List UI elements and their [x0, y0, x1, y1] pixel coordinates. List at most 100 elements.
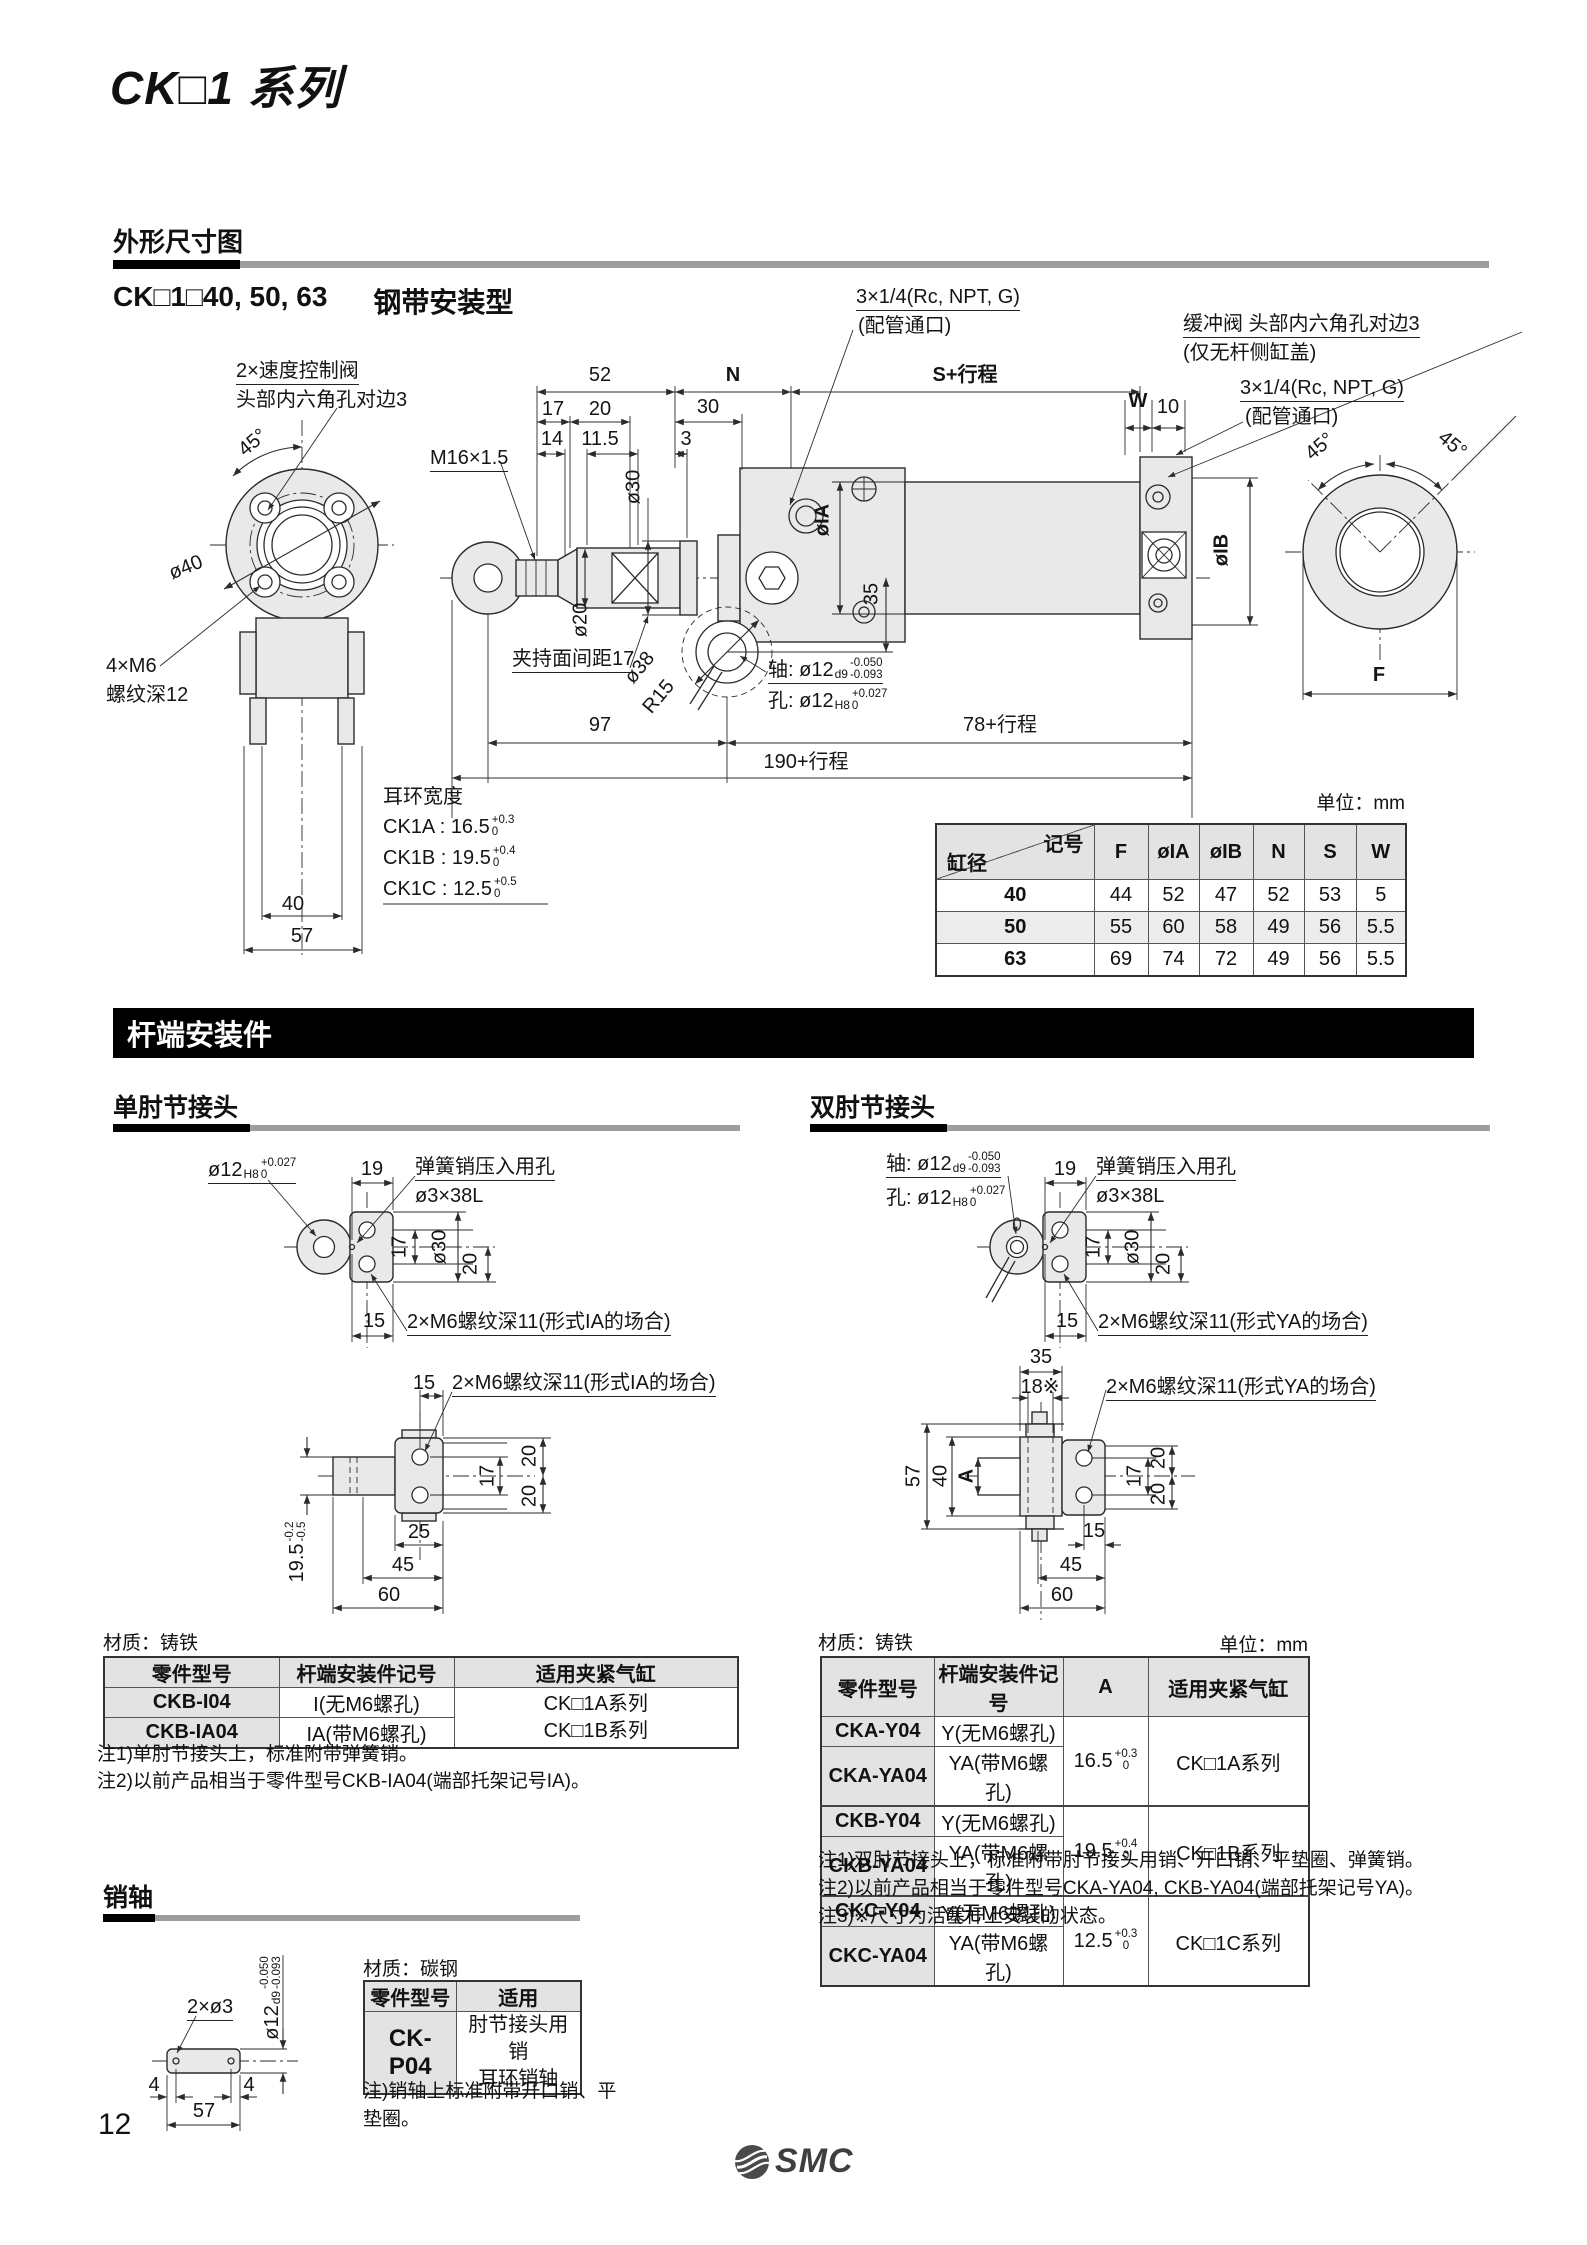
dim-4a: 4: [148, 2074, 160, 2096]
table-header-cell: 零件型号: [103, 1656, 280, 1688]
table-cell: CKA-Y04: [820, 1716, 935, 1747]
table-cell: 5: [1355, 879, 1407, 912]
dim-78-stroke: 78+行程: [963, 714, 1037, 736]
pipe-port-label-1: 3×1/4(Rc, NPT, G): [856, 286, 1020, 311]
table-cell: 69: [1093, 943, 1149, 977]
dim-20: 20: [588, 398, 612, 420]
m6-thread-note: 2×M6螺纹深11(形式YA的场合): [1106, 1376, 1376, 1401]
double-knuckle-heading: 双肘节接头: [810, 1094, 936, 1122]
dim-19: 19: [360, 1158, 384, 1180]
dim-35: 35: [1029, 1346, 1053, 1368]
table-header-cell: 零件型号: [363, 1980, 457, 2012]
single-note-1: 注1)单肘节接头上，标准附带弹簧销。: [97, 1744, 418, 1765]
table-cell: CKB-I04: [103, 1687, 280, 1718]
model-range: CK□1□40, 50, 63: [113, 281, 328, 312]
dim-11-5: 11.5: [581, 428, 619, 450]
dia-20: ø20: [569, 602, 592, 638]
table-header-cell: 杆端安装件记号: [278, 1656, 455, 1688]
table-cell: YA(带M6螺孔): [933, 1836, 1064, 1897]
pipe-port-label-1b: (配管通口): [858, 315, 952, 337]
table-cell: 44: [1093, 879, 1149, 912]
section-dimensions-title: 外形尺寸图: [113, 227, 244, 257]
table-header-cell: øIB: [1198, 823, 1254, 880]
table-header-cell: F: [1093, 823, 1149, 880]
clamp-face-label: 夹持面间距17: [512, 648, 635, 673]
pin-rule-black: [103, 1914, 155, 1922]
dia-2x3: 2×ø3: [187, 1996, 234, 2021]
table-cell: 72: [1198, 943, 1254, 977]
front-view: [159, 407, 548, 955]
table-cell: CK□1B系列: [1147, 1805, 1310, 1897]
dim-F: F: [1372, 664, 1386, 686]
dim-17: 17: [388, 1235, 411, 1259]
table-cell: CKC-Y04: [820, 1895, 935, 1927]
dim-40: 40: [929, 1464, 952, 1488]
material-label-single: 材质：铸铁: [103, 1633, 199, 1654]
drawing-subtitle: CK□1□40, 50, 63 钢带安装型: [113, 281, 513, 321]
dia-30: ø30: [622, 469, 645, 505]
spring-pin-label: 弹簧销压入用孔: [1096, 1156, 1236, 1181]
table-header-cell: 适用夹紧气缸: [453, 1656, 739, 1688]
dim-20b: 20: [518, 1484, 541, 1508]
material-label-double: 材质：铸铁: [818, 1633, 914, 1654]
double-knuckle-top: [977, 1175, 1189, 1348]
table-cell: 53: [1303, 879, 1357, 912]
pin-note: 注)销轴上标准附带开口销、平垫圈。: [363, 2081, 617, 2130]
end-view: [1285, 415, 1517, 700]
dim-57b: 57: [290, 925, 314, 947]
section-rule-black: [113, 260, 240, 269]
dim-40b: 40: [281, 893, 305, 915]
table-cell: 52: [1252, 879, 1305, 912]
table-header-cell: S: [1303, 823, 1357, 880]
dim-20: 20: [459, 1252, 482, 1276]
dim-45: 45: [391, 1554, 415, 1576]
table-cell: 56: [1303, 911, 1357, 944]
pin-rule-gray: [155, 1915, 580, 1921]
table-cell: CKB-Y04: [820, 1805, 935, 1837]
double-note-1: 注1)双肘节接头上，标准附带肘节接头用销、开口销、平垫圈、弹簧销。: [818, 1850, 1424, 1871]
tol-19-5: 19.5-0.2-0.5: [283, 1521, 308, 1583]
table-cell: 49: [1252, 911, 1305, 944]
table-cell: CK□1C系列: [1147, 1895, 1310, 1987]
dim-20a: 20: [1147, 1446, 1170, 1470]
section-rule-gray: [240, 261, 1489, 268]
dim-190-stroke: 190+行程: [763, 751, 849, 773]
table-cell: CKB-IA04: [103, 1717, 280, 1749]
table-header-cell: 杆端安装件记号: [933, 1656, 1064, 1717]
dim-57: 57: [902, 1464, 925, 1488]
dim-57: 57: [192, 2100, 216, 2122]
pipe-port-label-2: 3×1/4(Rc, NPT, G): [1240, 377, 1404, 402]
dia-IB: øIB: [1210, 533, 1233, 567]
double-note-3: 注3)※尺寸为活塞杆上安装的状态。: [818, 1906, 1117, 1927]
dim-20: 20: [1152, 1252, 1175, 1276]
dim-4b: 4: [243, 2074, 255, 2096]
dim-15: 15: [412, 1372, 436, 1394]
dim-60: 60: [377, 1584, 401, 1606]
table-header-cell: N: [1252, 823, 1305, 880]
dim-A: A: [955, 1468, 978, 1484]
dia-40: ø40: [165, 550, 206, 585]
unit-label-right: 单位：mm: [1219, 1635, 1308, 1656]
page-title: CK□1 系列: [110, 62, 342, 114]
dim-17: 17: [476, 1464, 499, 1488]
table-cell: 56: [1303, 943, 1357, 977]
table-cell: CKA-YA04: [820, 1746, 935, 1807]
pin-view: [150, 1955, 298, 2131]
